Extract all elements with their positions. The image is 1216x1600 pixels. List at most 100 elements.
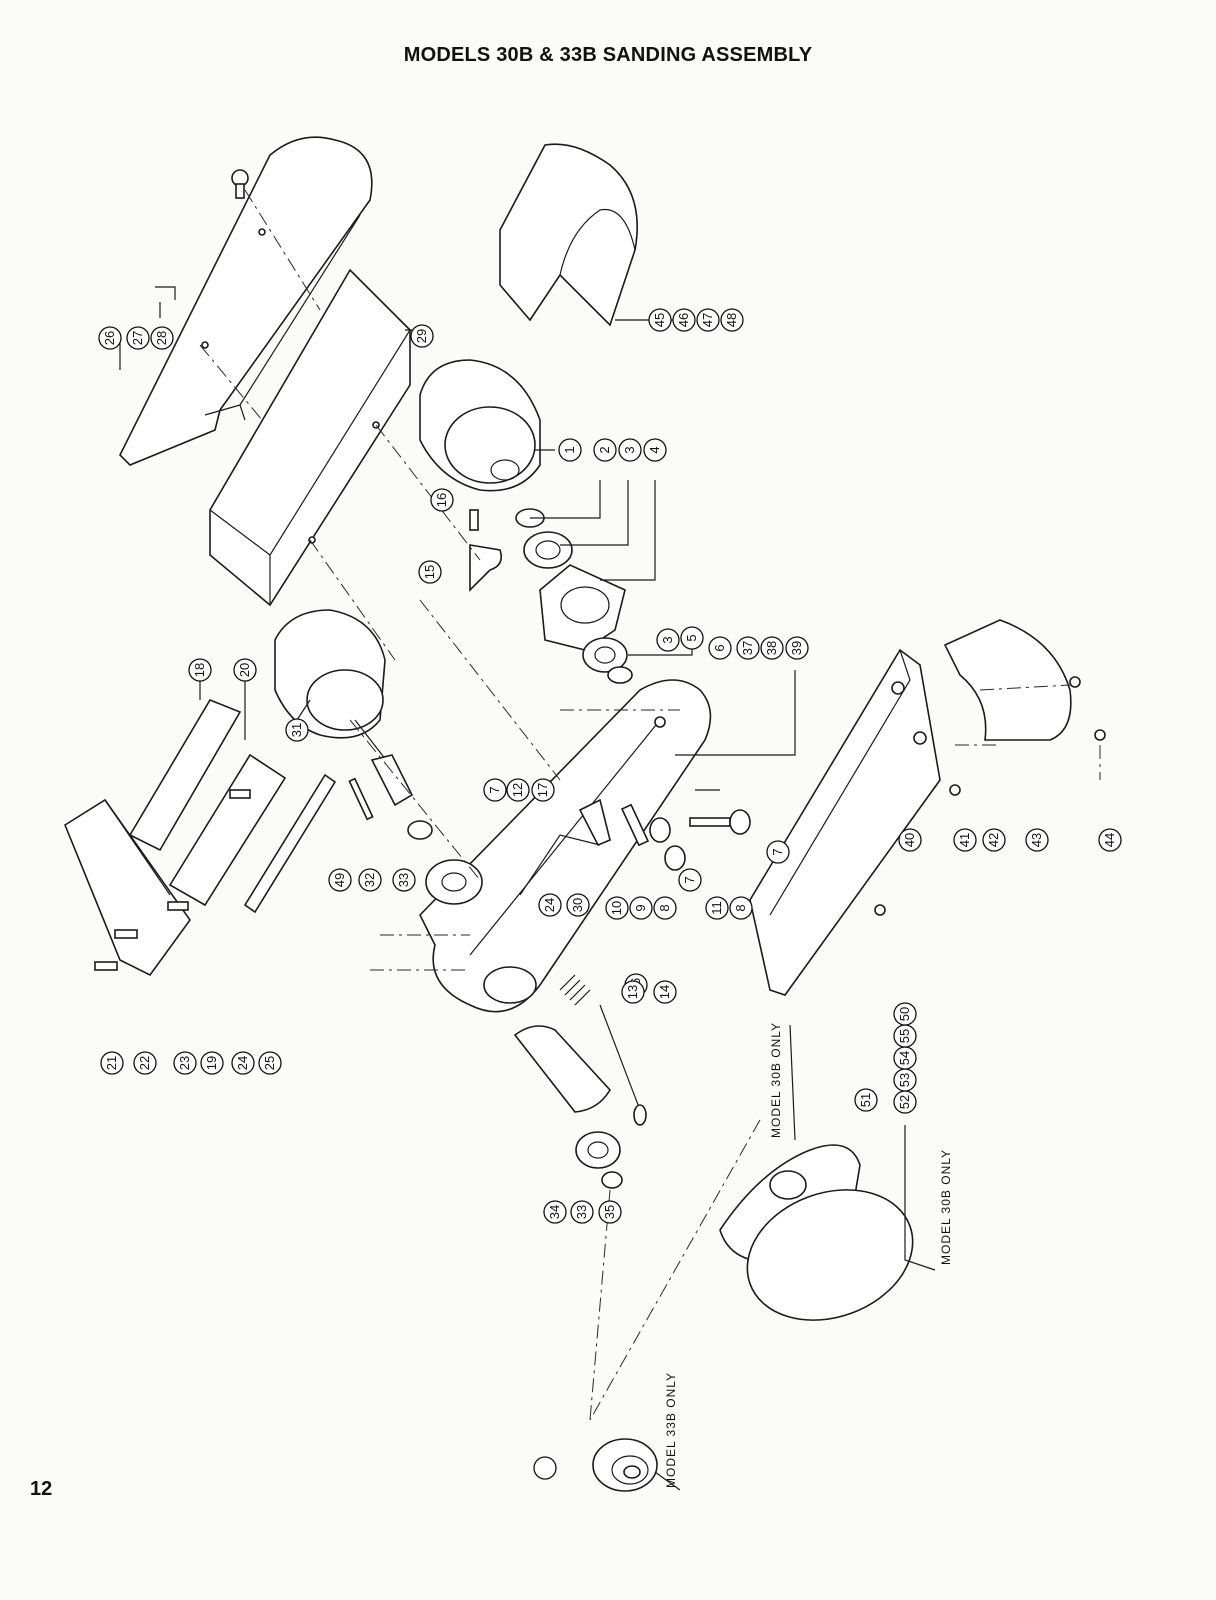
callout-number: 24 bbox=[542, 898, 557, 912]
callout-number: 50 bbox=[897, 1007, 912, 1021]
upper-drum bbox=[419, 359, 541, 492]
sanding-disc bbox=[719, 1144, 914, 1321]
callout-balloon: 29 bbox=[410, 324, 434, 348]
callout-number: 51 bbox=[858, 1093, 873, 1107]
callout-balloon: 22 bbox=[133, 1051, 157, 1075]
callout-balloon: 21 bbox=[100, 1051, 124, 1075]
callout-balloons: 1 2 3 4 3 5 6 37 38 39 16 15 26 27 28 29… bbox=[98, 308, 1122, 1480]
callout-balloon: 19 bbox=[200, 1051, 224, 1075]
callout-balloon: 49 bbox=[328, 868, 352, 892]
callout-balloon: 26 bbox=[98, 326, 122, 350]
callout-number: 28 bbox=[154, 331, 169, 345]
main-frame-arm bbox=[419, 679, 712, 1013]
callout-number: 35 bbox=[602, 1205, 617, 1219]
callout-balloon: 23 bbox=[173, 1051, 197, 1075]
callout-balloon: 31 bbox=[285, 718, 309, 742]
callout-balloon: 27 bbox=[126, 326, 150, 350]
callout-balloon: 48 bbox=[720, 308, 744, 332]
callout-number: 17 bbox=[535, 783, 550, 797]
callout-balloon: 44 bbox=[1098, 828, 1122, 852]
callout-number: 32 bbox=[362, 873, 377, 887]
callout-number: 13 bbox=[625, 985, 640, 999]
callout-balloon: 38 bbox=[760, 636, 784, 660]
callout-number: 47 bbox=[700, 313, 715, 327]
table-bracket-assembly bbox=[64, 699, 337, 977]
callout-balloon: 6 bbox=[708, 636, 732, 660]
callout-number: 34 bbox=[547, 1205, 562, 1219]
tracking-knob-assembly bbox=[578, 798, 751, 871]
callout-balloon: 2 bbox=[593, 438, 617, 462]
callout-balloon: 20 bbox=[233, 658, 257, 682]
callout-number: 25 bbox=[262, 1056, 277, 1070]
callout-balloon: 45 bbox=[648, 308, 672, 332]
page-title: MODELS 30B & 33B SANDING ASSEMBLY bbox=[403, 44, 813, 66]
note-33b-only: MODEL 33B ONLY bbox=[664, 1372, 678, 1488]
callout-number: 26 bbox=[102, 331, 117, 345]
callout-number: 41 bbox=[957, 833, 972, 847]
tension-bracket bbox=[469, 509, 503, 592]
callout-number: 9 bbox=[633, 904, 648, 911]
callout-balloon: 43 bbox=[1025, 828, 1049, 852]
callout-number: 45 bbox=[652, 313, 667, 327]
callout-number: 23 bbox=[177, 1056, 192, 1070]
upper-belt-guard bbox=[119, 136, 373, 466]
callout-balloon: 24 bbox=[538, 893, 562, 917]
callout-1: 1 bbox=[562, 446, 577, 453]
callout-number: 15 bbox=[422, 565, 437, 579]
callout-number: 8 bbox=[733, 904, 748, 911]
callout-number: 37 bbox=[740, 641, 755, 655]
rear-guard bbox=[749, 619, 1106, 996]
callout-number: 42 bbox=[986, 833, 1001, 847]
callout-balloon: 54 bbox=[893, 1046, 917, 1070]
callout-number: 53 bbox=[897, 1073, 912, 1087]
callout-number: 52 bbox=[897, 1095, 912, 1109]
callout-balloon: 39 bbox=[785, 636, 809, 660]
callout-number: 11 bbox=[709, 901, 724, 915]
callout-balloon: 8 bbox=[653, 896, 677, 920]
callout-number: 22 bbox=[137, 1056, 152, 1070]
model-notes: MODEL 30B ONLY MODEL 30B ONLY MODEL 33B … bbox=[654, 1022, 953, 1491]
callout-balloon: 25 bbox=[258, 1051, 282, 1075]
callout-number: 16 bbox=[434, 493, 449, 507]
callout-balloon: 12 bbox=[506, 778, 530, 802]
callout-number: 19 bbox=[204, 1056, 219, 1070]
lower-shaft-parts bbox=[348, 754, 483, 905]
callout-number: 33 bbox=[574, 1205, 589, 1219]
callout-balloon: 41 bbox=[953, 828, 977, 852]
callout-number: 10 bbox=[609, 901, 624, 915]
callout-balloon: 15 bbox=[418, 560, 442, 584]
assembly-centerlines bbox=[199, 189, 1101, 1421]
callout-number: 29 bbox=[414, 329, 429, 343]
callout-balloon: 30 bbox=[566, 893, 590, 917]
note-30b-only-top: MODEL 30B ONLY bbox=[769, 1022, 783, 1138]
callout-number: 21 bbox=[104, 1056, 119, 1070]
callout-number: 24 bbox=[235, 1056, 250, 1070]
lower-spindle bbox=[513, 1025, 623, 1189]
sanding-belt bbox=[499, 143, 638, 327]
drive-pulley bbox=[592, 1438, 658, 1492]
callout-number: 18 bbox=[192, 663, 207, 677]
callout-balloon: 33 bbox=[570, 1200, 594, 1224]
callout-number: 12 bbox=[510, 783, 525, 797]
callout-number: 40 bbox=[902, 833, 917, 847]
callout-balloon: 47 bbox=[696, 308, 720, 332]
callout-number: 20 bbox=[237, 663, 252, 677]
callout-balloon: 11 bbox=[705, 896, 729, 920]
callout-balloon: 1 bbox=[558, 438, 582, 462]
callout-number: 49 bbox=[332, 873, 347, 887]
callout-number: 43 bbox=[1029, 833, 1044, 847]
callout-number: 54 bbox=[897, 1051, 912, 1065]
callout-number: 3 bbox=[622, 446, 637, 453]
callout-balloon: 37 bbox=[736, 636, 760, 660]
callout-number: 27 bbox=[130, 331, 145, 345]
callout-number: 44 bbox=[1102, 833, 1117, 847]
callout-balloon: 42 bbox=[982, 828, 1006, 852]
callout-balloon: 7 bbox=[766, 840, 790, 864]
callout-balloon: 3 bbox=[656, 628, 680, 652]
callout-number: 5 bbox=[684, 634, 699, 641]
callout-balloon: 33 bbox=[392, 868, 416, 892]
callout-number: 46 bbox=[676, 313, 691, 327]
callout-number: 6 bbox=[712, 644, 727, 651]
callout-balloon: 35 bbox=[598, 1200, 622, 1224]
callout-number: 38 bbox=[764, 641, 779, 655]
